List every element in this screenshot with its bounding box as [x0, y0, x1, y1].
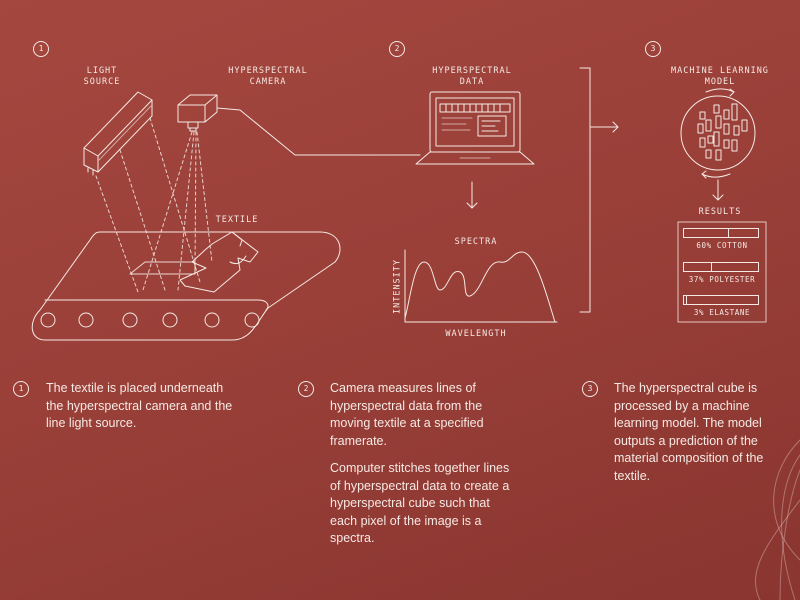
description-3: The hyperspectral cube is processed by a… [614, 380, 774, 495]
light-source-icon [83, 91, 153, 176]
ml-model-label: MACHINE LEARNING MODEL [671, 66, 769, 87]
result-bar-cotton [683, 228, 759, 238]
laptop-icon [415, 91, 535, 165]
result-label-cotton: 60% COTTON [696, 241, 748, 250]
result-label-polyester: 37% POLYESTER [688, 275, 756, 284]
arrow-down-icon [466, 181, 478, 209]
spectra-graph [404, 249, 558, 323]
results-label: RESULTS [698, 207, 742, 217]
conveyor-belt-icon [31, 231, 341, 341]
bracket-connector [579, 67, 619, 313]
description-1: The textile is placed underneath the hyp… [46, 380, 236, 443]
light-source-label: LIGHT SOURCE [83, 66, 121, 87]
ml-model-icon [680, 88, 756, 179]
result-bar-polyester [683, 262, 759, 272]
description-number-3: 3 [582, 381, 598, 397]
description-1-paragraph-1: The textile is placed underneath the hyp… [46, 381, 233, 430]
result-bar-fill [684, 263, 713, 271]
step-number-1: 1 [33, 41, 49, 57]
textile-label: TEXTILE [215, 215, 259, 225]
description-number-1: 1 [13, 381, 29, 397]
result-bar-fill [684, 296, 688, 304]
camera-label: HYPERSPECTRAL CAMERA [228, 66, 308, 87]
arrow-down-results-icon [712, 179, 724, 201]
results-box [677, 221, 767, 323]
description-2-paragraph-1: Camera measures lines of hyperspectral d… [330, 381, 484, 448]
intensity-axis-label: INTENSITY [392, 258, 403, 315]
description-3-paragraph-1: The hyperspectral cube is processed by a… [614, 381, 764, 483]
result-label-elastane: 3% ELASTANE [693, 308, 751, 317]
step-number-3: 3 [645, 41, 661, 57]
description-2-paragraph-2: Computer stitches together lines of hype… [330, 461, 510, 545]
result-bar-elastane [683, 295, 759, 305]
camera-cable [216, 107, 421, 156]
step-number-2: 2 [389, 41, 405, 57]
hyperspectral-data-label: HYPERSPECTRAL DATA [432, 66, 512, 87]
description-number-2: 2 [298, 381, 314, 397]
wavelength-axis-label: WAVELENGTH [445, 329, 507, 339]
result-bar-fill [684, 229, 730, 237]
textile-icon [129, 231, 259, 293]
decorative-curves [755, 439, 800, 600]
description-2: Camera measures lines of hyperspectral d… [330, 380, 510, 558]
camera-icon [177, 94, 421, 156]
spectra-label: SPECTRA [454, 237, 498, 247]
